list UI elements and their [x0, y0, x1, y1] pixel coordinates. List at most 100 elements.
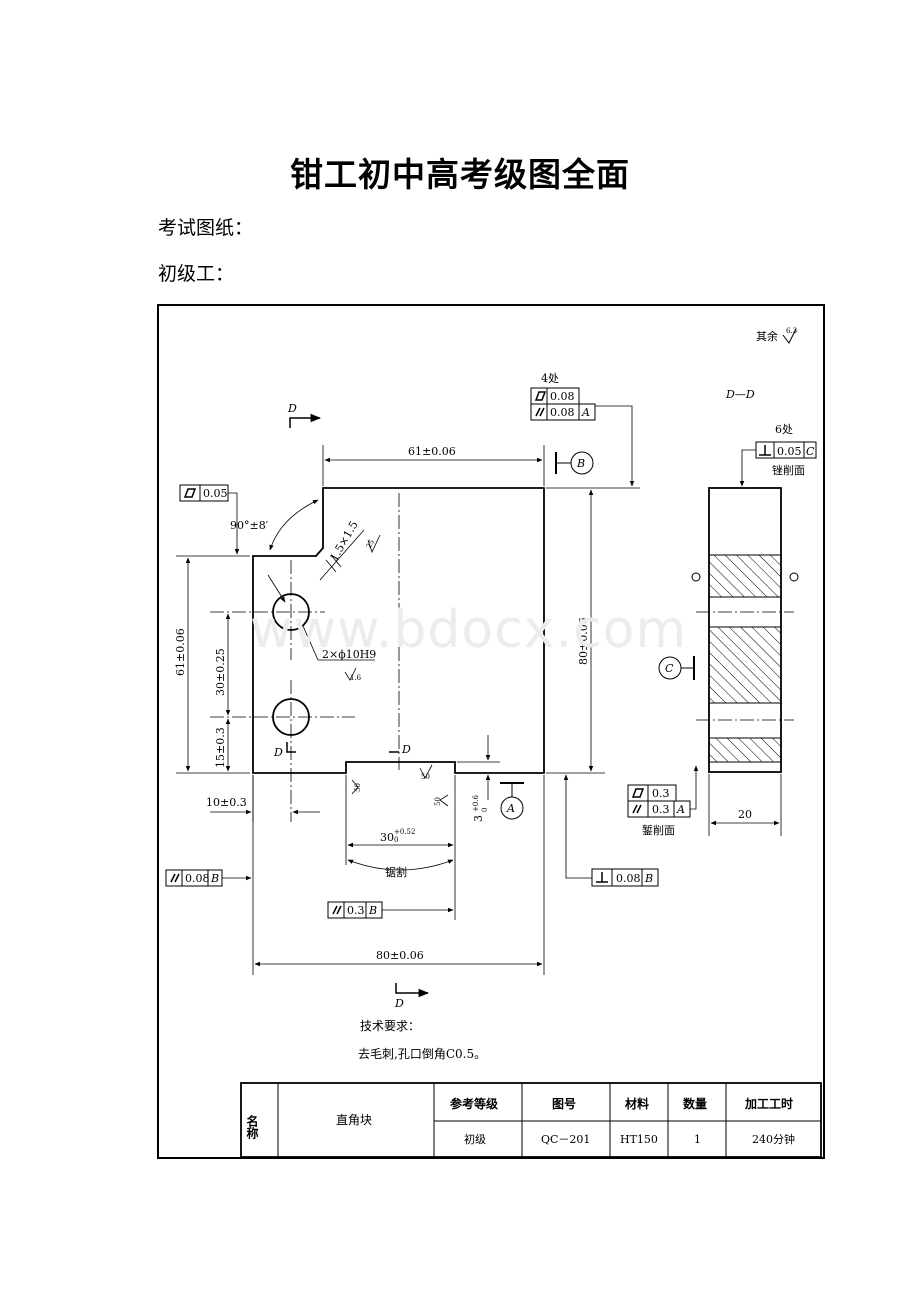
datum-b: B	[555, 451, 594, 475]
svg-text:50: 50	[421, 773, 430, 781]
hole-upper	[272, 593, 310, 631]
holes-callout: 2×ϕ10H9 1.6	[267, 574, 376, 682]
svg-text:0.08: 0.08	[185, 872, 210, 885]
svg-text:0.08: 0.08	[550, 406, 575, 419]
svg-text:30: 30	[380, 831, 394, 844]
svg-text:20: 20	[738, 808, 752, 821]
svg-text:0.05: 0.05	[777, 445, 802, 458]
svg-text:0.08: 0.08	[616, 872, 641, 885]
title-value-0: 初级	[464, 1132, 486, 1146]
view-marker-mid: D	[389, 743, 411, 756]
chamfer-callout: 1.5×1.5 25	[319, 519, 381, 581]
svg-text:4处: 4处	[541, 372, 559, 385]
dim-height-right: 80±0.06	[546, 487, 640, 774]
svg-text:D: D	[401, 743, 411, 756]
dim-hole-bottom: 15±0.3	[214, 718, 231, 772]
gdt-perpendicularity-right: 0.08 B	[563, 774, 659, 887]
title-name-label: 名称	[245, 1114, 259, 1140]
svg-text:80±0.06: 80±0.06	[376, 949, 424, 962]
svg-text:0: 0	[394, 836, 398, 844]
dim-width-bottom: 80±0.06	[252, 775, 545, 975]
svg-text:30±0.25: 30±0.25	[214, 648, 227, 696]
gdt-parallel-slot: 0.3 B	[327, 901, 454, 919]
svg-text:0.3: 0.3	[652, 803, 670, 816]
svg-text:0.3: 0.3	[347, 904, 365, 917]
svg-text:B: B	[644, 872, 653, 885]
title-header-1: 图号	[552, 1096, 576, 1111]
svg-text:D: D	[394, 997, 404, 1010]
title-value-3: 1	[694, 1133, 701, 1146]
document-title: 钳工初中高考级图全面	[290, 155, 630, 194]
title-header-0: 参考等级	[450, 1096, 498, 1111]
title-value-2: HT150	[620, 1133, 658, 1146]
center-lines	[210, 493, 400, 822]
svg-text:A: A	[676, 803, 685, 816]
gdt-flatness-left: 0.05	[179, 484, 240, 555]
svg-text:10±0.3: 10±0.3	[206, 796, 247, 809]
angle-dimension: 90°±8′	[230, 499, 319, 551]
view-marker-top: D	[287, 402, 322, 428]
gdt-parallel-section: 0.3 A 錾削面	[627, 765, 699, 837]
gdt-flatness-4: 4处 0.08	[530, 372, 580, 405]
part-outline	[252, 487, 545, 774]
svg-text:+0.52: +0.52	[394, 828, 415, 836]
exam-drawings-label: 考试图纸：	[158, 217, 254, 239]
svg-text:0.05: 0.05	[203, 487, 228, 500]
svg-text:6处: 6处	[775, 423, 793, 436]
svg-text:15±0.3: 15±0.3	[214, 727, 227, 768]
svg-text:2×ϕ10H9: 2×ϕ10H9	[322, 648, 376, 661]
svg-text:C: C	[665, 662, 674, 675]
dim-hole-spacing: 30±0.25	[214, 613, 231, 716]
svg-text:B: B	[368, 904, 377, 917]
svg-text:B: B	[576, 457, 585, 470]
title-header-2: 材料	[624, 1096, 649, 1111]
title-header-3: 数量	[683, 1096, 707, 1111]
svg-text:B: B	[210, 872, 219, 885]
section-label: D—D	[725, 388, 755, 401]
title-header-4: 加工工时	[744, 1096, 793, 1111]
svg-text:錾削面: 錾削面	[642, 823, 675, 837]
datum-a: A	[500, 782, 524, 820]
title-value-1: QC－201	[541, 1133, 590, 1146]
gdt-parallel-4: 0.08 A	[530, 403, 635, 487]
svg-text:锯割: 锯割	[385, 865, 407, 879]
svg-text:50: 50	[354, 783, 362, 792]
junior-level-label: 初级工：	[158, 263, 235, 285]
svg-text:D: D	[273, 746, 283, 759]
dim-hole-left: 10±0.3	[206, 775, 320, 822]
gdt-perpendicularity-6: 6处 0.05 C 锉削面	[739, 423, 817, 487]
svg-text:0.08: 0.08	[550, 390, 575, 403]
dim-width-top: 61±0.06	[322, 445, 545, 486]
title-name-value: 直角块	[336, 1113, 372, 1127]
svg-text:C: C	[806, 445, 815, 458]
dim-slot-depth: 3 +0.6 0	[457, 735, 500, 822]
roughness-other-label: 其余	[756, 329, 778, 343]
svg-text:+0.6: +0.6	[472, 794, 480, 812]
svg-text:80±0.06: 80±0.06	[577, 617, 590, 665]
datum-c: C	[658, 656, 695, 680]
svg-text:A: A	[506, 802, 515, 815]
slot-roughness: 50 50 50	[351, 764, 449, 807]
title-block: 名称 直角块 参考等级 图号 材料 数量 加工工时 初级 QC－201 HT15…	[240, 1082, 822, 1158]
dim-section-width: 20	[708, 774, 782, 836]
view-marker-left: D	[273, 742, 296, 759]
view-marker-bottom: D	[394, 983, 430, 1010]
svg-text:A: A	[581, 406, 590, 419]
svg-text:1.6: 1.6	[350, 674, 362, 682]
svg-text:50: 50	[434, 797, 442, 806]
svg-text:3: 3	[472, 815, 485, 822]
drawing-border	[157, 304, 825, 1159]
gdt-parallel-left: 0.08 B	[165, 869, 252, 887]
section-view	[691, 487, 799, 773]
svg-text:0.3: 0.3	[652, 787, 670, 800]
svg-text:90°±8′: 90°±8′	[230, 519, 269, 532]
svg-text:25: 25	[365, 538, 376, 550]
tech-req-text: 去毛刺,孔口倒角C0.5。	[358, 1047, 486, 1061]
gdt-flatness-section: 0.3	[627, 784, 677, 802]
hole-lower	[272, 698, 310, 736]
tech-req-title: 技术要求：	[360, 1019, 420, 1033]
svg-text:61±0.06: 61±0.06	[174, 628, 187, 676]
svg-text:6.3: 6.3	[786, 327, 797, 335]
roughness-other-symbol: 6.3	[782, 327, 797, 344]
dim-height-left: 61±0.06	[174, 555, 250, 774]
